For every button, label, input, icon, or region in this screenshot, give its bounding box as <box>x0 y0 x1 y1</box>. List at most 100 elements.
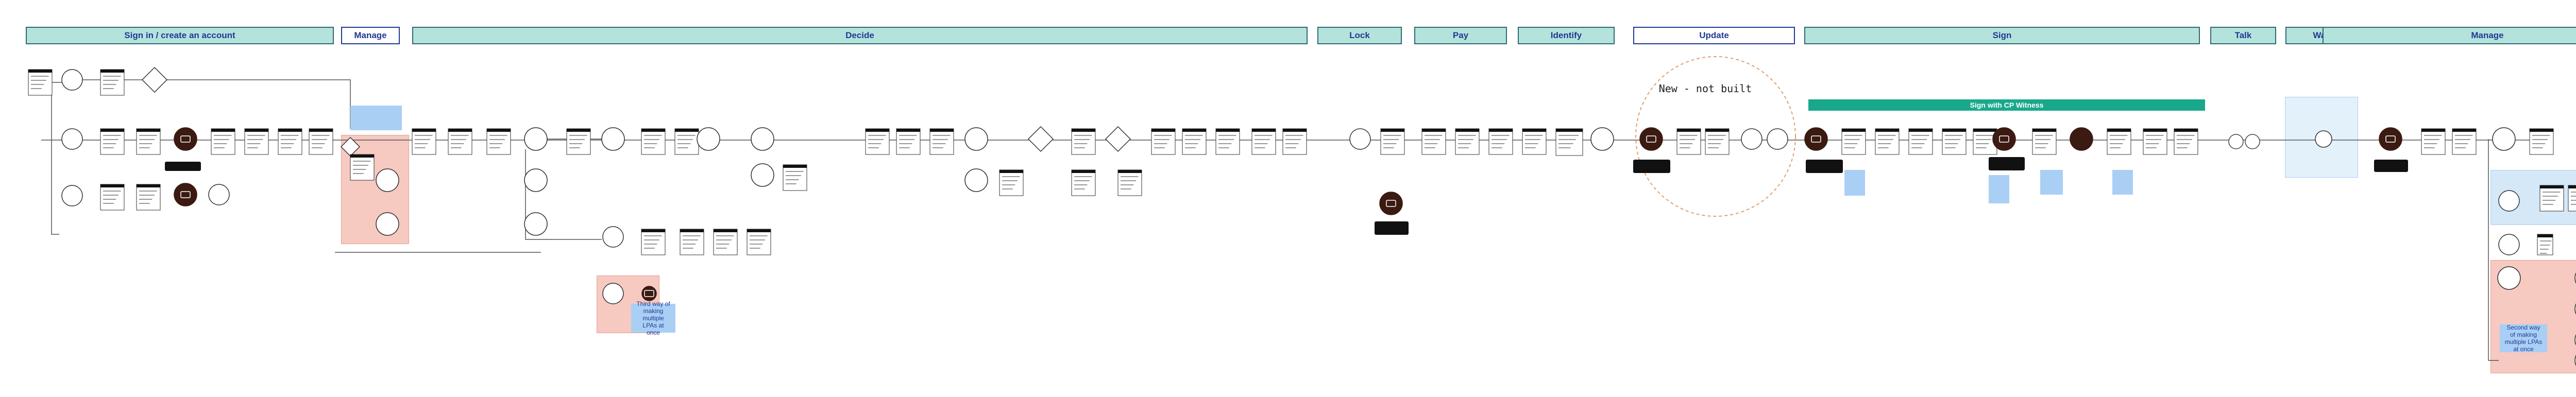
screen-frame <box>1676 128 1701 155</box>
screen-frame <box>1942 128 1967 155</box>
screen-text-line <box>644 248 655 249</box>
screen-text-line <box>139 147 150 148</box>
screen-text-line <box>103 191 121 192</box>
screen-text-line <box>103 195 118 196</box>
screen-frame <box>100 69 125 96</box>
phone-icon <box>180 135 191 143</box>
screen-header-bar <box>100 70 124 73</box>
screen-text-line <box>2540 245 2550 246</box>
screen-text-line <box>2110 147 2121 148</box>
screen-frame <box>1421 128 1446 155</box>
screen-frame <box>674 128 699 155</box>
screen-text-line <box>139 143 152 144</box>
screen-text-line <box>2540 240 2552 241</box>
phase-decide[interactable]: Decide <box>412 27 1308 44</box>
screen-header-bar <box>1489 129 1513 132</box>
screen-thumbnail <box>2107 128 2131 155</box>
screen-frame <box>136 128 161 155</box>
decision-diamond <box>1027 126 1054 152</box>
screen-text-line <box>247 143 261 144</box>
flow-circle <box>2497 266 2521 290</box>
phase-talk[interactable]: Talk <box>2210 27 2276 44</box>
screen-header-bar <box>999 170 1023 173</box>
flow-nodes <box>28 56 2576 366</box>
screen-text-line <box>644 235 662 236</box>
screen-text-line <box>716 248 727 249</box>
screen-header-bar <box>211 129 235 132</box>
screen-text-line <box>683 248 693 249</box>
phase-manage-end[interactable]: Manage <box>2323 27 2576 44</box>
screen-text-line <box>569 135 587 136</box>
screen-text-line <box>1976 139 1991 140</box>
decision-diamond <box>141 66 168 93</box>
phase-update[interactable]: Update <box>1633 27 1795 44</box>
screen-frame <box>1215 128 1240 155</box>
screen-text-line <box>1185 139 1200 140</box>
screen-text-line <box>1844 135 1862 136</box>
screen-text-line <box>899 143 912 144</box>
phase-sign-in[interactable]: Sign in / create an account <box>26 27 334 44</box>
screen-text-line <box>677 147 688 148</box>
screen-frame <box>566 128 591 155</box>
screen-text-line <box>2177 139 2192 140</box>
sticky-second-way[interactable]: Second way of making multiple LPAs at on… <box>2500 324 2547 353</box>
screen-text-line <box>1074 176 1092 177</box>
dark-note <box>165 162 201 171</box>
flow-circle <box>602 283 624 304</box>
screen-text-line <box>2146 143 2159 144</box>
screen-text-line <box>1708 135 1726 136</box>
phase-lock[interactable]: Lock <box>1317 27 1402 44</box>
screen-header-bar <box>1842 129 1866 132</box>
phase-identify[interactable]: Identify <box>1518 27 1615 44</box>
screen-text-line <box>415 135 433 136</box>
screen-thumbnail <box>309 128 333 155</box>
screen-frame <box>350 154 375 181</box>
screen-text-line <box>677 139 693 140</box>
screen-text-line <box>1002 180 1018 181</box>
dark-note <box>2374 160 2408 172</box>
screen-frame <box>713 229 738 255</box>
flow-circle <box>1379 192 1403 215</box>
screen-header-bar <box>2530 129 2553 132</box>
screen-text-line <box>1911 147 1922 148</box>
screen-text-line <box>103 80 118 81</box>
flow-circle <box>376 212 399 236</box>
screen-text-line <box>1255 139 1270 140</box>
screen-thumbnail <box>244 128 269 155</box>
screen-text-line <box>569 147 580 148</box>
screen-header-bar <box>137 129 160 132</box>
screen-frame <box>1380 128 1405 155</box>
screen-text-line <box>1218 139 1234 140</box>
screen-text-line <box>214 147 225 148</box>
screen-text-line <box>644 135 662 136</box>
flow-circle <box>751 127 774 151</box>
screen-text-line <box>139 139 155 140</box>
screen-text-line <box>103 76 121 77</box>
screen-header-bar <box>2032 129 2056 132</box>
screen-text-line <box>750 239 765 240</box>
screen-text-line <box>214 139 229 140</box>
screen-text-line <box>1558 143 1573 144</box>
screen-text-line <box>2532 147 2543 148</box>
screen-text-line <box>1121 176 1139 177</box>
screen-text-line <box>2455 143 2468 144</box>
screen-frame <box>641 229 666 255</box>
screen-text-line <box>786 171 804 172</box>
screen-thumbnail <box>1676 128 1701 155</box>
sticky-third-way[interactable]: Third way of making multiple LPAs at onc… <box>631 300 675 336</box>
screen-text-line <box>750 235 768 236</box>
screen-header-bar <box>675 129 699 132</box>
screen-text-line <box>2146 135 2164 136</box>
screen-text-line <box>214 135 232 136</box>
decision-diamond <box>1105 126 1131 152</box>
screen-text-line <box>933 139 948 140</box>
screen-text-line <box>1154 139 1170 140</box>
screen-text-line <box>281 135 299 136</box>
flow-circle <box>2228 134 2244 149</box>
phase-pay[interactable]: Pay <box>1414 27 1507 44</box>
screen-frame <box>1522 128 1547 155</box>
phase-sign[interactable]: Sign <box>1804 27 2200 44</box>
screen-text-line <box>2424 147 2435 148</box>
screen-header-bar <box>1973 129 1997 132</box>
phase-manage[interactable]: Manage <box>341 27 400 44</box>
